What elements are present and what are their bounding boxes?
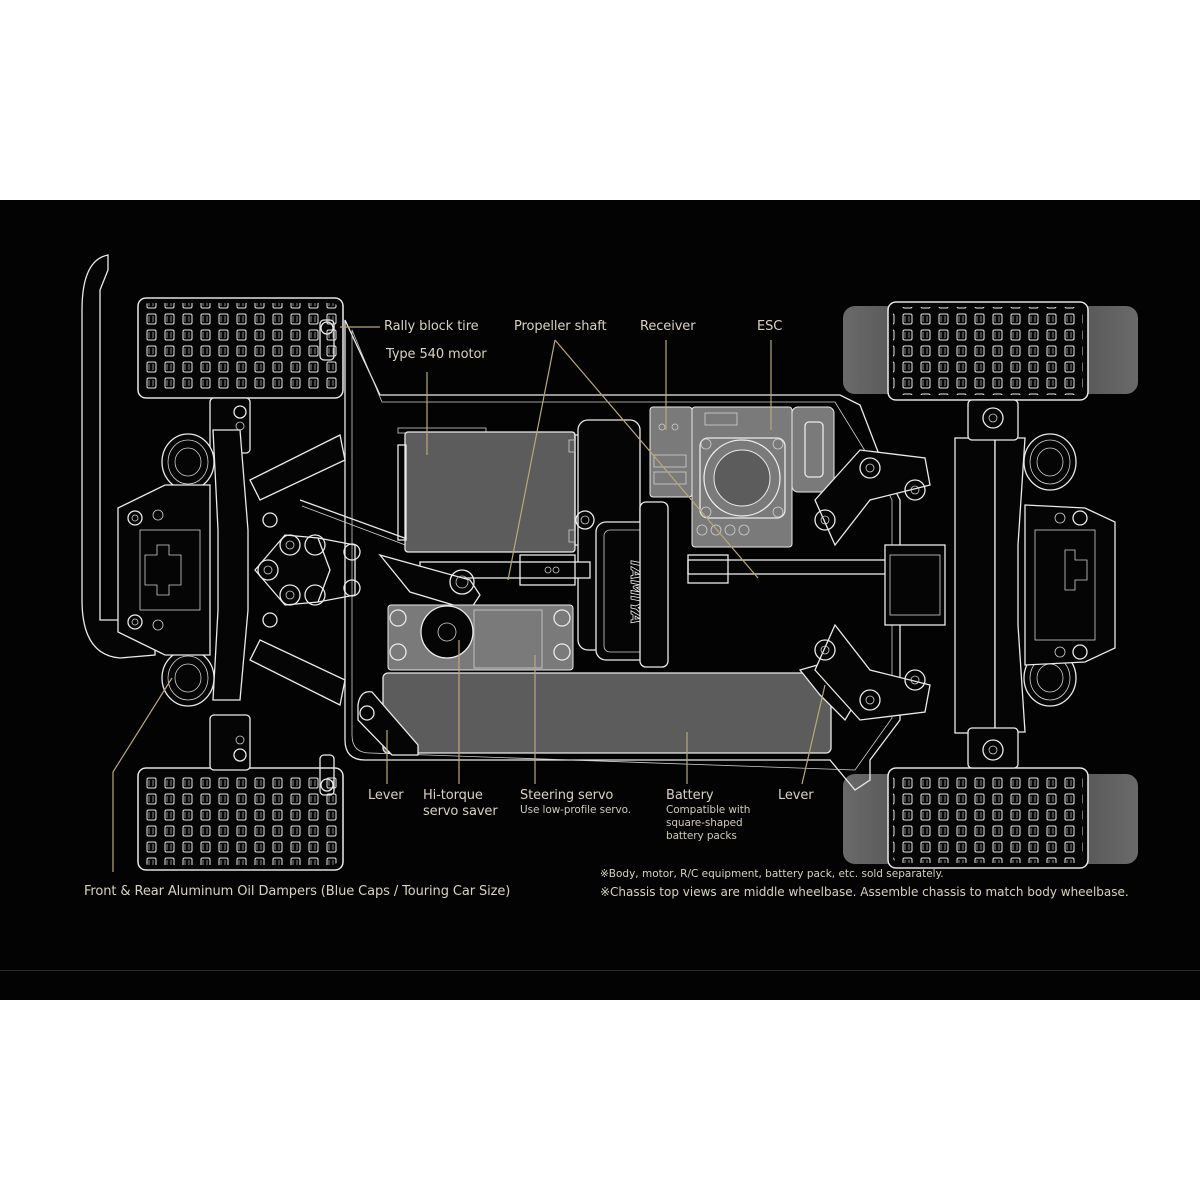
note-sold-separately: ※Body, motor, R/C equipment, battery pac… (600, 868, 944, 880)
front-damper-top (161, 433, 215, 491)
esc (691, 406, 835, 548)
rear-suspension (814, 399, 1116, 769)
label-lever-right: Lever (778, 788, 814, 803)
label-hi-torque-servo-saver: Hi-torque servo saver (423, 788, 498, 819)
gearbox: TAMIYA (575, 419, 669, 668)
steering-servo (387, 604, 574, 671)
label-lever-left: Lever (368, 788, 404, 803)
label-battery: Battery (666, 788, 714, 803)
chassis-diagram-panel: TAMIYA (0, 200, 1200, 1000)
tire-rear-right (843, 767, 1138, 869)
label-rally-block-tire: Rally block tire (384, 319, 479, 334)
type-540-motor (397, 427, 588, 553)
label-steering-servo: Steering servo (520, 788, 614, 803)
lever-left-part (357, 691, 419, 756)
tire-rear-left (137, 767, 344, 871)
chassis-tub (344, 319, 901, 791)
battery (382, 672, 832, 754)
front-bumper (81, 254, 156, 659)
panel-divider (0, 970, 1200, 971)
front-suspension (117, 319, 411, 796)
tire-front-left (137, 297, 344, 399)
label-propeller-shaft: Propeller shaft (514, 319, 607, 334)
label-type-540-motor: Type 540 motor (386, 347, 487, 362)
rear-damper-top (1023, 433, 1077, 491)
front-damper-bottom (161, 649, 215, 707)
label-aluminum-oil-dampers: Front & Rear Aluminum Oil Dampers (Blue … (84, 884, 511, 899)
leader-lines (112, 326, 826, 872)
chassis-drawing: TAMIYA (81, 254, 1138, 872)
propeller-shaft (419, 554, 899, 586)
tire-front-right (843, 301, 1138, 401)
label-battery-note: Compatible with square-shaped battery pa… (666, 804, 751, 842)
hi-torque-servo-saver (378, 553, 481, 611)
label-steering-servo-note: Use low-profile servo. (520, 804, 632, 816)
label-receiver: Receiver (640, 319, 696, 334)
label-esc: ESC (757, 319, 783, 334)
note-wheelbase: ※Chassis top views are middle wheelbase.… (600, 885, 1129, 899)
receiver (649, 406, 693, 498)
